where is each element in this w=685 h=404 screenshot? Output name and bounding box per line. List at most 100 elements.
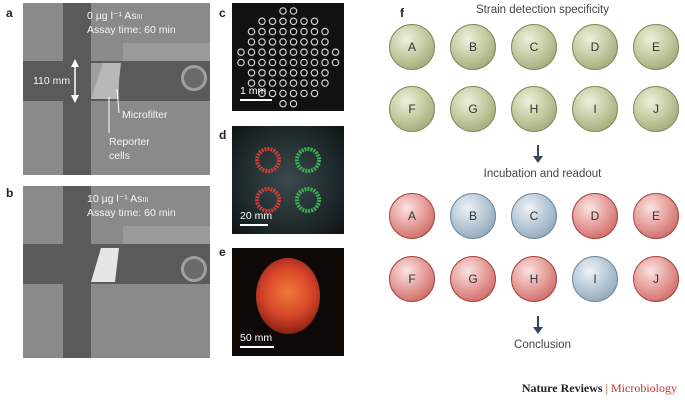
well-dot xyxy=(268,89,277,98)
result-ball-j: J xyxy=(633,256,679,302)
scale-bar-d xyxy=(240,224,268,226)
result-ball-b: B xyxy=(450,193,496,239)
journal-separator: | xyxy=(605,381,608,395)
scale-bar-e xyxy=(240,346,274,348)
well-dot xyxy=(289,17,298,26)
scale-label-e: 50 mm xyxy=(240,332,273,344)
well-dot xyxy=(289,58,298,67)
well-dot xyxy=(237,48,245,57)
cells-label: cells xyxy=(109,150,131,162)
well-dot xyxy=(310,69,319,77)
well-dot xyxy=(247,48,256,57)
panel-label-c: c xyxy=(219,6,226,20)
well-dot xyxy=(289,48,298,57)
well-dot xyxy=(279,38,287,46)
result-ball-h: H xyxy=(511,256,557,302)
well-dot xyxy=(247,27,256,36)
journal-name: Nature Reviews xyxy=(521,381,603,395)
journal-credit: Nature Reviews | Microbiology xyxy=(522,381,677,396)
strain-ball-b: B xyxy=(450,24,496,70)
incubation-step-label: Incubation and readout xyxy=(483,168,602,180)
well-dot xyxy=(279,48,287,57)
well-dot xyxy=(289,89,298,98)
well-dot xyxy=(247,69,256,77)
concentration-label-b: 10 µg l⁻¹ As xyxy=(87,193,143,205)
well-dot xyxy=(310,27,319,36)
well-dot xyxy=(289,79,298,87)
scale-bar-c xyxy=(240,99,272,101)
well-dot xyxy=(279,99,287,108)
strain-ball-g: G xyxy=(450,86,496,132)
concentration-sub-a: III xyxy=(136,14,143,21)
strain-ball-f: F xyxy=(389,86,435,132)
well-dot xyxy=(258,58,266,67)
well-dot xyxy=(268,79,277,87)
well-dot xyxy=(321,48,329,57)
well-dot xyxy=(310,38,319,46)
result-ball-g: G xyxy=(450,256,496,302)
strain-ball-a: A xyxy=(389,24,435,70)
well-dot xyxy=(247,58,256,67)
well-dot xyxy=(300,38,308,46)
well-array-image: 1 mm xyxy=(232,3,344,111)
well-dot xyxy=(247,38,256,46)
micrograph-a: 0 µg l⁻¹ AsIII Assay time: 60 min 110 mm… xyxy=(23,3,210,175)
well-dot xyxy=(300,79,308,87)
well-dot xyxy=(300,58,308,67)
well-dot xyxy=(268,69,277,77)
well-dot xyxy=(268,17,277,26)
well-dot xyxy=(279,69,287,77)
well-dot xyxy=(247,79,256,87)
well-dot xyxy=(258,17,266,26)
panel-label-a: a xyxy=(6,6,13,20)
well-dot xyxy=(310,58,319,67)
well-dot xyxy=(258,38,266,46)
result-ball-e: E xyxy=(633,193,679,239)
well-dot xyxy=(300,48,308,57)
well-dot xyxy=(268,38,277,46)
well-dot xyxy=(268,27,277,36)
measure-label: 110 mm xyxy=(33,75,71,87)
micrograph-b: 10 µg l⁻¹ AsIII Assay time: 60 min xyxy=(23,186,210,358)
well-dot xyxy=(310,48,319,57)
well-dot xyxy=(268,48,277,57)
well-dot xyxy=(321,27,329,36)
well-dot xyxy=(258,79,266,87)
well-dot xyxy=(310,17,319,26)
strain-ball-h: H xyxy=(511,86,557,132)
panel-label-e: e xyxy=(219,245,226,259)
well-dot xyxy=(331,48,340,57)
well-dot xyxy=(279,27,287,36)
well-dot xyxy=(300,27,308,36)
well-dot xyxy=(310,79,319,87)
well-array-svg xyxy=(237,7,340,108)
well-dot xyxy=(331,58,340,67)
well-dot xyxy=(300,89,308,98)
well-dot xyxy=(289,27,298,36)
well-dot xyxy=(321,79,329,87)
strain-ball-e: E xyxy=(633,24,679,70)
well-dot xyxy=(300,17,308,26)
specificity-title: Strain detection specificity xyxy=(476,4,609,16)
well-dot xyxy=(310,89,319,98)
microfilter-label: Microfilter xyxy=(122,109,168,121)
well-dot xyxy=(289,38,298,46)
fluorescence-image-d: 20 mm xyxy=(232,126,344,234)
well-dot xyxy=(258,89,266,98)
scale-label-d: 20 mm xyxy=(240,210,273,222)
concentration-sub-b: III xyxy=(142,197,149,204)
well-dot xyxy=(279,58,287,67)
result-ball-i: I xyxy=(572,256,618,302)
down-arrow-2 xyxy=(533,316,543,334)
concentration-label-a: 0 µg l⁻¹ As xyxy=(87,10,137,22)
result-ball-a: A xyxy=(389,193,435,239)
well-dot xyxy=(258,27,266,36)
strain-ball-d: D xyxy=(572,24,618,70)
well-dot xyxy=(321,69,329,77)
well-dot xyxy=(321,38,329,46)
panel-label-b: b xyxy=(6,186,14,200)
journal-section: Microbiology xyxy=(611,381,677,395)
well-dot xyxy=(268,58,277,67)
strain-ball-j: J xyxy=(633,86,679,132)
result-ball-f: F xyxy=(389,256,435,302)
